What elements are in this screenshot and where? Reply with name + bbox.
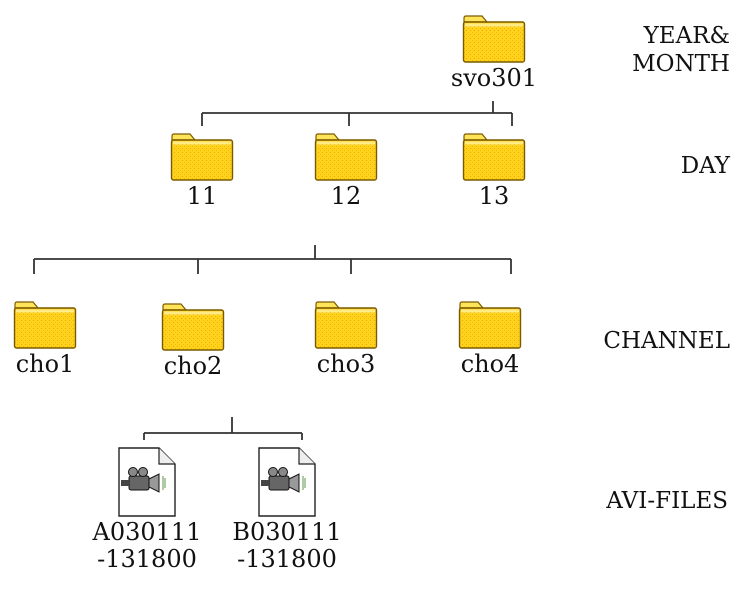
folder-icon [161,303,225,351]
file-label-line1: B030111 [232,518,342,546]
folder-node-root[interactable]: svo301 [444,14,544,92]
folder-label-day: 13 [478,182,510,210]
folder-icon [13,301,77,349]
file-node-b[interactable]: B030111 -131800 [232,446,342,573]
folder-node-channel-4[interactable]: cho4 [440,300,540,378]
level-label-line: MONTH [632,51,730,77]
folder-label-day: 12 [330,182,362,210]
video-file-icon [258,447,316,517]
file-node-a[interactable]: A030111 -131800 [92,446,202,573]
folder-node-day-13[interactable]: 13 [444,132,544,210]
folder-label-channel: cho3 [316,350,376,378]
folder-icon [462,133,526,181]
folder-icon [314,301,378,349]
folder-label-channel: cho1 [15,350,75,378]
folder-label-channel: cho2 [163,352,223,380]
video-file-icon [118,447,176,517]
folder-node-channel-3[interactable]: cho3 [296,300,396,378]
folder-node-channel-1[interactable]: cho1 [0,300,95,378]
file-label-line1: A030111 [92,518,202,546]
file-label-line2: -131800 [237,545,337,573]
folder-label-day: 11 [186,182,218,210]
file-label-line2: -131800 [97,545,197,573]
level-label-year-month: YEAR& MONTH [626,22,730,78]
folder-icon [458,301,522,349]
folder-icon [314,133,378,181]
folder-node-day-12[interactable]: 12 [296,132,396,210]
folder-node-day-11[interactable]: 11 [152,132,252,210]
folder-icon [170,133,234,181]
level-label-channel: CHANNEL [603,328,730,354]
level-label-line: YEAR& [643,23,730,49]
level-label-avi-files: AVI-FILES [606,488,728,514]
folder-icon [462,15,526,63]
folder-node-channel-2[interactable]: cho2 [143,302,243,380]
folder-label-root: svo301 [450,64,538,92]
level-label-day: DAY [680,153,730,179]
folder-label-channel: cho4 [460,350,520,378]
